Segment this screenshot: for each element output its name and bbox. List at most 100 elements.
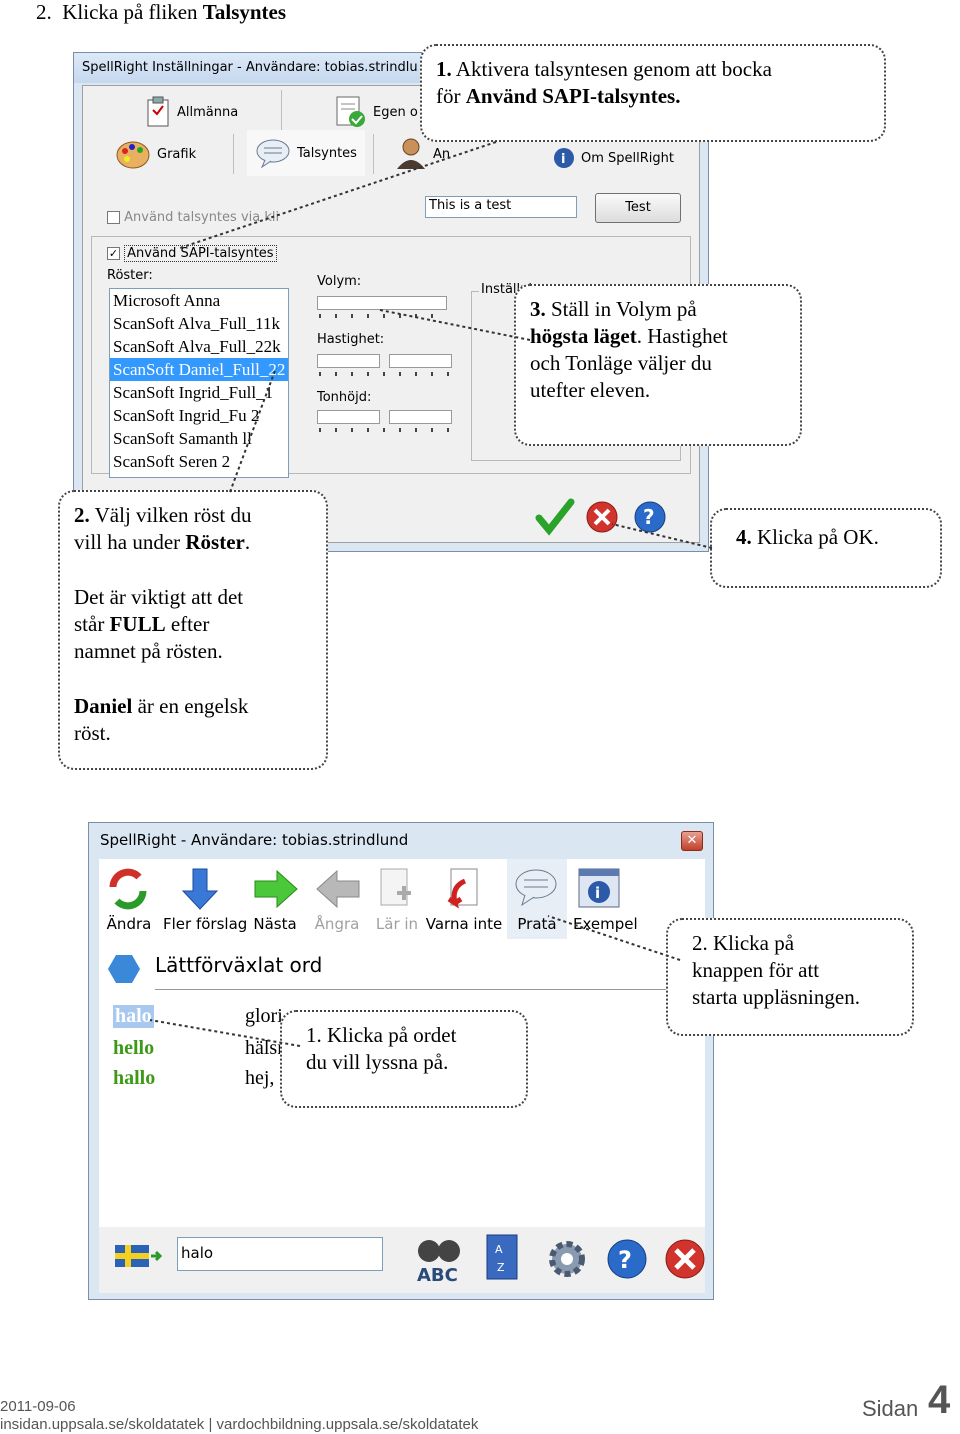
arrow-right-icon (254, 869, 298, 909)
callout2-text2: vill ha under (74, 530, 186, 554)
svg-text:ABC: ABC (417, 1265, 458, 1283)
tab-talsyntes-label: Talsyntes (297, 145, 357, 161)
tab-grafik-label: Grafik (157, 146, 197, 162)
fler-forslag-label: Fler förslag (163, 915, 248, 933)
test-text-value: This is a test (429, 198, 512, 213)
callout2-bold2: FULL (109, 612, 166, 636)
add-document-icon (380, 868, 411, 906)
tab-egen[interactable]: Egen o (335, 92, 418, 132)
callout-b2-text1: 2. Klicka på (692, 931, 795, 955)
test-text-input[interactable]: This is a test (425, 196, 577, 218)
binoculars-abc-icon[interactable]: ABC (415, 1235, 465, 1283)
help-icon[interactable]: ? (633, 500, 667, 534)
callout2-text5: står (74, 612, 110, 636)
cancel-x-icon[interactable] (585, 500, 619, 534)
callout2-text3: . (244, 530, 251, 554)
andra-button[interactable]: Ändra (99, 859, 159, 939)
volume-label: Volym: (317, 274, 362, 289)
arrow-down-icon (181, 868, 219, 910)
fler-forslag-button[interactable]: Fler förslag (163, 859, 248, 939)
tab-om-label: Om SpellRight (581, 150, 674, 166)
callout-step-1: 1. Aktivera talsyntesen genom att bocka … (420, 44, 886, 142)
word-item[interactable]: hello (113, 1037, 155, 1059)
voice-item[interactable]: ScanSoft Ingrid_Fu 2 (113, 406, 260, 425)
voice-item[interactable]: ScanSoft Daniel_Full_22 (110, 358, 288, 381)
speller-toolbar: Ändra Fler förslag Nästa Ångra Lär in Va… (99, 859, 705, 941)
callout3-text3: och Tonläge väljer du (530, 351, 712, 375)
exempel-label: Exempel (573, 915, 638, 933)
svg-text:?: ? (618, 1246, 632, 1274)
callout-b2-text3: starta uppläsningen. (692, 985, 860, 1009)
callout-step-3: 3. Ställ in Volym på högsta läget. Hasti… (514, 284, 802, 446)
use-via-checkbox[interactable] (107, 211, 120, 224)
speller-titlebar: SpellRight - Användare: tobias.strindlun… (89, 823, 713, 859)
svg-text:i: i (595, 884, 600, 902)
voice-item[interactable]: ScanSoft Seren 2 (113, 452, 231, 471)
svg-text:A: A (495, 1243, 503, 1256)
close-x-icon[interactable] (663, 1237, 707, 1281)
speech-bubble-icon (256, 139, 290, 169)
word-item[interactable]: hallo (113, 1067, 156, 1089)
close-button[interactable]: ✕ (681, 831, 703, 851)
nasta-button[interactable]: Nästa (245, 859, 305, 939)
callout1-text1: Aktivera talsyntesen genom att bocka (451, 57, 772, 81)
close-icon: ✕ (686, 833, 698, 848)
tab-allmanna[interactable]: Allmänna (145, 92, 238, 132)
callout2-text8: är en engelsk (132, 694, 249, 718)
gear-icon[interactable] (545, 1237, 589, 1281)
callout-click-word: 1. Klicka på ordet du vill lyssna på. (280, 1010, 528, 1108)
pitch-slider[interactable] (317, 410, 452, 432)
refresh-arrows-icon (109, 868, 147, 910)
callout4-num: 4. (736, 525, 752, 549)
andra-label: Ändra (106, 915, 152, 933)
lar-in-label: Lär in (375, 915, 419, 933)
callout2-text7: namnet på rösten. (74, 639, 223, 663)
prata-button[interactable]: Prata (507, 859, 567, 939)
word-input[interactable]: halo (177, 1237, 383, 1271)
tab-egen-label: Egen o (373, 104, 418, 120)
tab-om[interactable]: i Om SpellRight (553, 138, 674, 178)
lar-in-button[interactable]: Lär in (367, 859, 427, 939)
svg-text:Z: Z (497, 1261, 505, 1274)
callout1-bold: Använd SAPI-talsyntes. (465, 84, 681, 108)
exempel-button[interactable]: i Exempel (573, 859, 638, 939)
callout2-bold3: Daniel (74, 694, 133, 718)
varna-inte-button[interactable]: Varna inte (425, 859, 503, 939)
voice-item[interactable]: ScanSoft Alva_Full_11k (113, 314, 281, 333)
tab-talsyntes[interactable]: Talsyntes (247, 130, 365, 176)
voice-item[interactable]: ScanSoft Alva_Full_22k (113, 337, 281, 356)
voice-item[interactable]: ScanSoft Ingrid_Full_1 (113, 383, 274, 402)
footer-links: insidan.uppsala.se/skoldatatek | vardoch… (0, 1416, 479, 1433)
tab-separator (281, 90, 282, 130)
test-button[interactable]: Test (595, 193, 681, 223)
tab-grafik[interactable]: Grafik (115, 134, 196, 174)
sapi-row[interactable]: ✓ Använd SAPI-talsyntes (107, 245, 277, 262)
section-title: Lättförväxlat ord (155, 953, 323, 977)
voice-item[interactable]: ScanSoft Samanth ll (113, 429, 252, 448)
ok-check-icon[interactable] (535, 498, 575, 536)
document-arrow-icon (447, 868, 478, 909)
pitch-label: Tonhöjd: (317, 390, 372, 405)
callout4-text: Klicka på OK. (751, 525, 879, 549)
voice-item[interactable]: Microsoft Anna (113, 291, 221, 310)
angra-button[interactable]: Ångra (307, 859, 367, 939)
section-divider (155, 989, 695, 990)
help-icon[interactable]: ? (605, 1237, 649, 1281)
hexagon-icon (108, 955, 140, 983)
callout2-num: 2. (74, 503, 90, 527)
callout2-text9: röst. (74, 721, 111, 745)
nasta-label: Nästa (253, 915, 297, 933)
word-item[interactable]: halo (113, 1005, 154, 1028)
callout2-text4: Det är viktigt att det (74, 585, 244, 609)
callout-speak-button: 2. Klicka på knappen för att starta uppl… (666, 918, 914, 1036)
speed-slider[interactable] (317, 354, 452, 376)
swedish-flag-icon[interactable] (115, 1243, 163, 1271)
volume-slider[interactable] (317, 296, 447, 318)
dictionary-az-icon[interactable]: AZ (483, 1233, 523, 1283)
callout-b1-text2: du vill lyssna på. (306, 1050, 449, 1074)
use-via-clipboard-row[interactable]: Använd talsyntes via kli (107, 210, 279, 225)
palette-icon (116, 141, 150, 169)
sapi-checkbox[interactable]: ✓ (107, 247, 120, 260)
speech-bubble-icon (515, 869, 557, 907)
